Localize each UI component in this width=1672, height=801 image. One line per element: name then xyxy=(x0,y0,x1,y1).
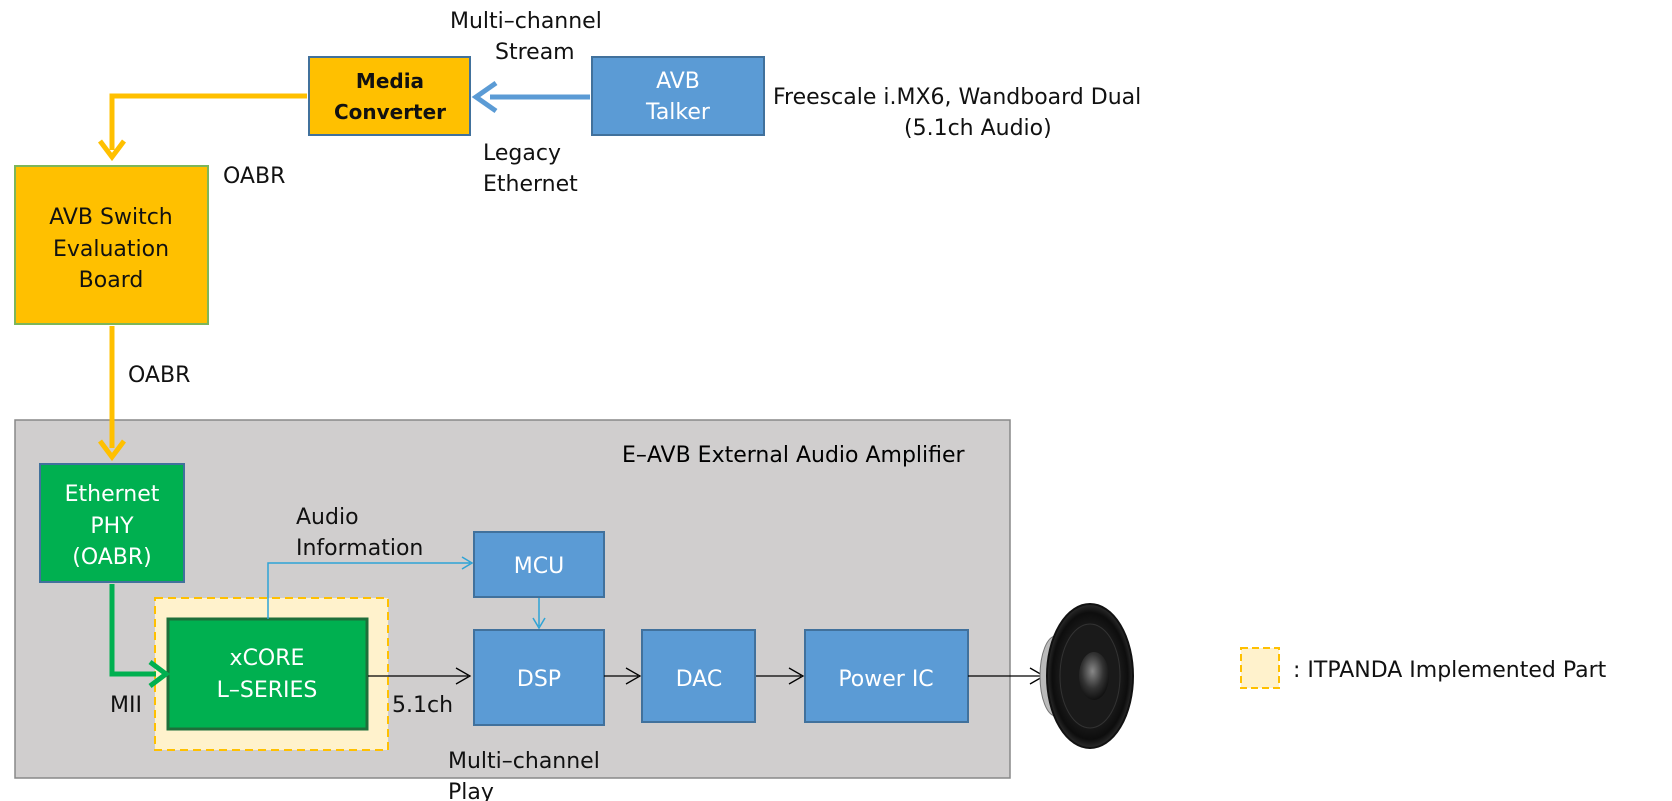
switch-to-phy-arrowhead xyxy=(98,439,126,462)
dac-label: DAC xyxy=(676,667,723,692)
legend-label: : ITPANDA Implemented Part xyxy=(1293,658,1607,683)
speaker-icon xyxy=(1039,603,1134,749)
legend-swatch xyxy=(1240,647,1280,689)
xcore-to-mcu-arrowhead xyxy=(461,556,474,570)
xcore-label-2: L–SERIES xyxy=(217,678,318,703)
phy-to-xcore-line xyxy=(109,584,156,677)
converter-to-switch-line xyxy=(109,93,307,150)
media-converter-label-1: Media xyxy=(356,69,424,93)
ethernet-phy-label-2: PHY xyxy=(90,514,134,539)
legacy-ethernet-label-1: Legacy xyxy=(483,141,561,166)
mcu-label: MCU xyxy=(514,554,564,579)
avb-talker-box xyxy=(591,56,765,136)
avb-switch-label-3: Board xyxy=(79,268,144,293)
multi-channel-stream-label-1: Multi–channel xyxy=(450,9,602,34)
legacy-ethernet-label-2: Ethernet xyxy=(483,172,578,197)
mii-label: MII xyxy=(110,693,142,718)
xcore-label-1: xCORE xyxy=(230,646,305,671)
container-title: E–AVB External Audio Amplifier xyxy=(622,443,966,468)
oabr-left-label: OABR xyxy=(128,363,190,388)
audio-information-label-1: Audio xyxy=(296,505,359,530)
avb-switch-label-2: Evaluation xyxy=(53,237,169,262)
avb-switch-label-1: AVB Switch xyxy=(49,205,173,230)
dac-box xyxy=(641,629,756,723)
power-ic-label: Power IC xyxy=(838,667,933,692)
freescale-label-1: Freescale i.MX6, Wandboard Dual xyxy=(773,85,1141,110)
dsp-label: DSP xyxy=(517,667,561,692)
avb-talker-label-2: Talker xyxy=(645,100,711,125)
ch51-label: 5.1ch xyxy=(392,693,453,718)
avb-switch-board xyxy=(14,165,209,325)
xcore-box xyxy=(166,617,369,731)
audio-information-label-2: Information xyxy=(296,536,423,561)
mcu-box xyxy=(473,531,605,598)
mcu-to-dsp-arrowhead xyxy=(532,617,546,630)
xcore-to-dsp-arrowhead xyxy=(455,667,472,685)
dac-to-power-arrowhead xyxy=(788,667,805,685)
media-converter-box xyxy=(308,56,471,136)
media-converter-label-2: Converter xyxy=(334,100,446,124)
talker-to-converter-arrowhead xyxy=(471,80,498,114)
power-ic-box xyxy=(804,629,969,723)
dsp-to-dac-arrowhead xyxy=(625,667,642,685)
oabr-top-label: OABR xyxy=(223,164,285,189)
multi-channel-play-label-1: Multi–channel xyxy=(448,749,600,774)
freescale-label-2: (5.1ch Audio) xyxy=(904,116,1052,141)
ethernet-phy-label-3: (OABR) xyxy=(72,545,152,570)
ethernet-phy-box xyxy=(39,463,185,583)
phy-to-xcore-arrowhead xyxy=(148,660,171,688)
ethernet-phy-label-1: Ethernet xyxy=(65,482,160,507)
dsp-box xyxy=(473,629,605,726)
xcore-to-mcu-line xyxy=(267,562,470,619)
converter-to-switch-arrowhead xyxy=(98,139,126,162)
multi-channel-stream-label-2: Stream xyxy=(495,40,575,65)
avb-talker-label-1: AVB xyxy=(656,69,700,94)
multi-channel-play-label-2: Play xyxy=(448,780,494,801)
